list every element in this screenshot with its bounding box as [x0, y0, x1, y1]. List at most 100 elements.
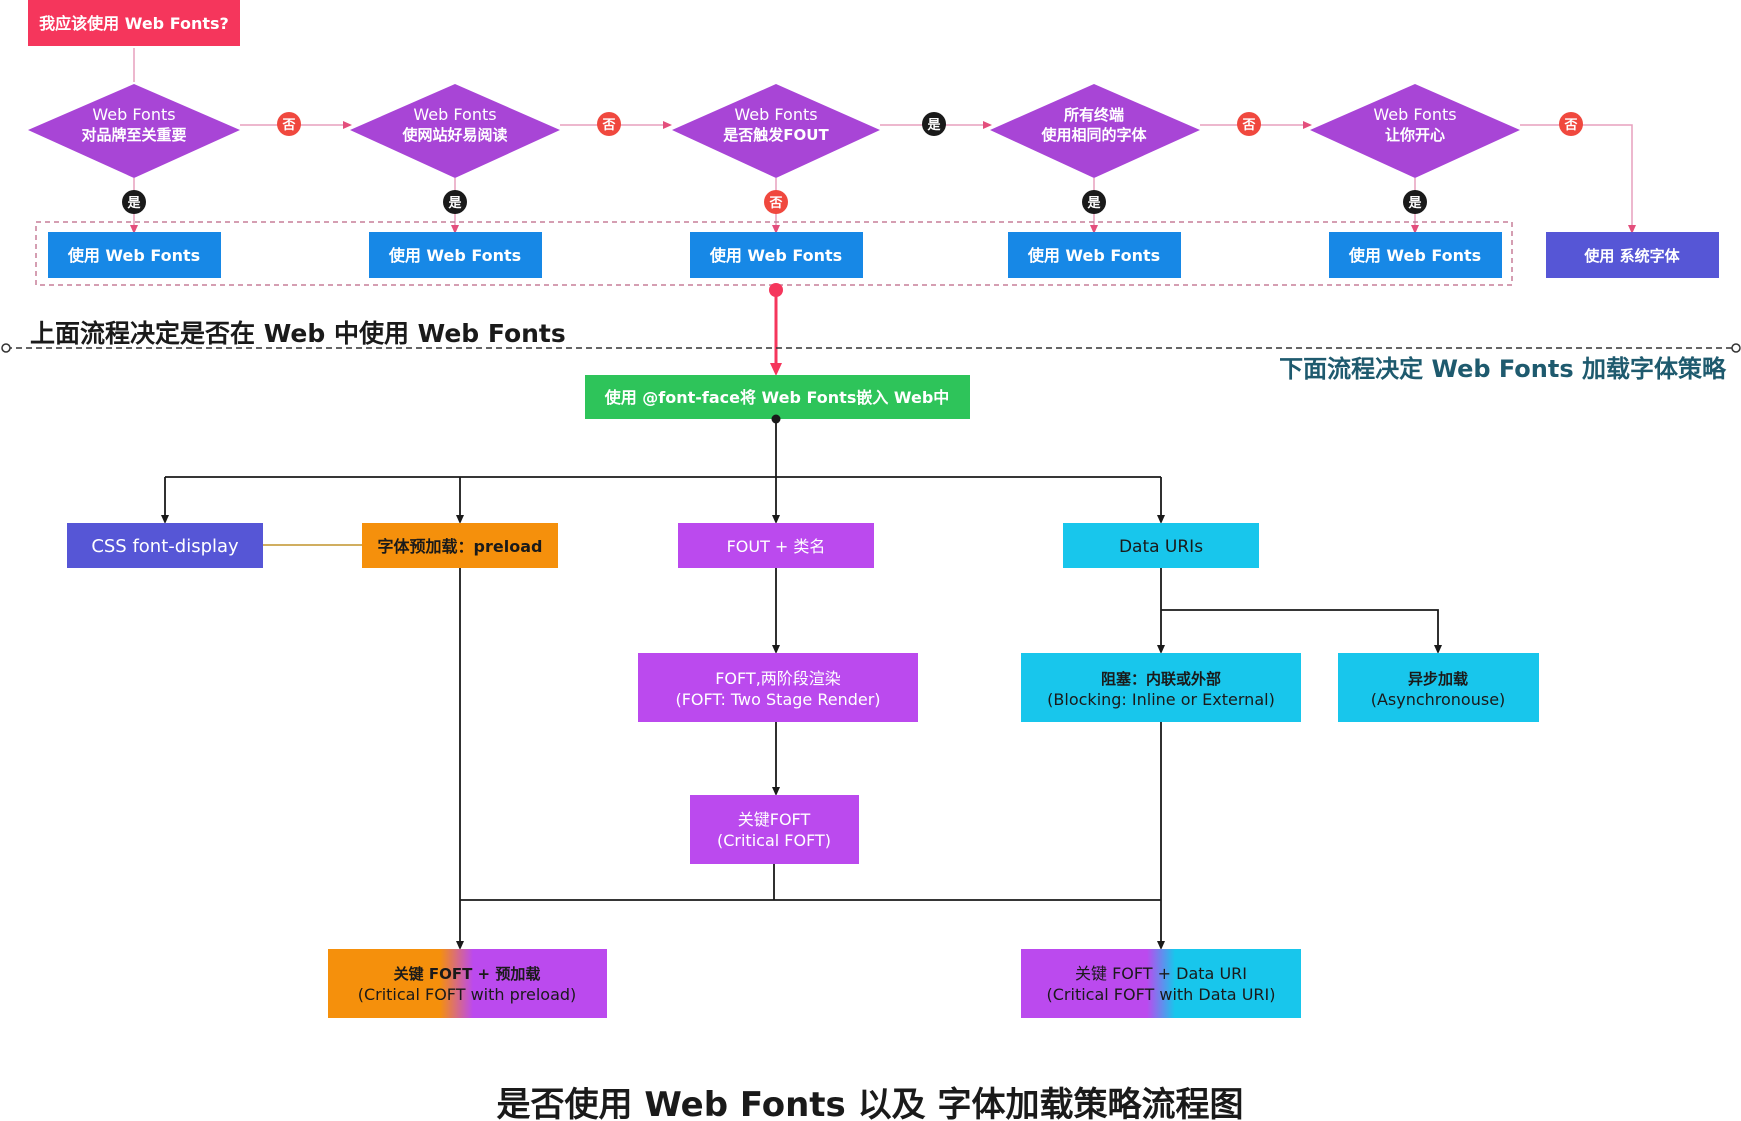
yes-badge [1082, 190, 1106, 214]
use-webfonts-box [690, 232, 863, 278]
blocking-box [1021, 653, 1301, 722]
badge-label: 是 [126, 196, 141, 211]
strategy-data-uris: Data URIs [1063, 523, 1259, 568]
use-webfonts-label: 使用 Web Fonts [1027, 246, 1160, 265]
async-label-line2: (Asynchronouse) [1371, 690, 1506, 709]
strategy-foft: FOFT,两阶段渲染 (FOFT: Two Stage Render) [638, 653, 918, 722]
strategy-preload: 字体预加载：preload [362, 523, 558, 568]
decision-line1: Web Fonts [1373, 105, 1456, 124]
preload-label: 字体预加载：preload [378, 537, 543, 556]
badge-label: 否 [1563, 118, 1577, 133]
css-display-box [67, 523, 263, 568]
lower-caption: 下面流程决定 Web Fonts 加载字体策略 [1279, 355, 1727, 383]
preload-box [362, 523, 558, 568]
strategy-critical-foft-preload: 关键 FOFT + 预加载 (Critical FOFT with preloa… [328, 949, 607, 1018]
start-label: 我应该使用 Web Fonts? [39, 14, 229, 33]
decision-diamond [672, 84, 880, 178]
use-webfonts-box [1329, 232, 1502, 278]
no-badge [1559, 112, 1583, 136]
decision-line2: 使网站好易阅读 [401, 126, 507, 144]
critical-foft-box [690, 795, 859, 864]
decision-1: Web Fonts 对品牌至关重要 [28, 84, 240, 178]
decision-3: Web Fonts 是否触发FOUT [672, 84, 880, 178]
decision-5: Web Fonts 让你开心 [1310, 84, 1520, 178]
strategy-async: 异步加载 (Asynchronouse) [1338, 653, 1539, 722]
critical-foft-preload-line2: (Critical FOFT with preload) [358, 985, 577, 1004]
start-node: 我应该使用 Web Fonts? [28, 0, 240, 46]
critical-foft-label-line1: 关键FOFT [738, 810, 811, 829]
decision-line2: 是否触发FOUT [722, 126, 829, 144]
start-box [28, 0, 240, 46]
use-webfonts-label: 使用 Web Fonts [388, 246, 521, 265]
divider-end-left [1, 343, 11, 353]
critical-foft-preload-box [328, 949, 607, 1018]
system-font-label: 使用 系统字体 [1583, 247, 1680, 265]
fontface-box [585, 375, 970, 419]
css-display-label: CSS font-display [91, 536, 239, 557]
upper-caption: 上面流程决定是否在 Web 中使用 Web Fonts [30, 319, 566, 348]
critical-foft-datauri-line2: (Critical FOFT with Data URI) [1047, 985, 1276, 1004]
use-webfonts-label: 使用 Web Fonts [67, 246, 200, 265]
branch-dot [771, 414, 781, 424]
yes-badge [443, 190, 467, 214]
connector-datauris-to-async [1161, 609, 1442, 654]
fout-box [678, 523, 874, 568]
strategy-critical-foft: 关键FOFT (Critical FOFT) [690, 795, 859, 864]
no-badge [764, 190, 788, 214]
foft-label-line1: FOFT,两阶段渲染 [715, 669, 841, 688]
strategy-critical-foft-datauri: 关键 FOFT + Data URI (Critical FOFT with D… [1021, 949, 1301, 1018]
decision-line1: 所有终端 [1064, 106, 1124, 124]
connector-dot [769, 283, 783, 297]
decision-diamond [1310, 84, 1520, 178]
decision-line1: Web Fonts [92, 105, 175, 124]
yes-badge [1403, 190, 1427, 214]
critical-foft-preload-line1: 关键 FOFT + 预加载 [394, 965, 541, 983]
decision-line2: 让你开心 [1385, 126, 1445, 144]
lower-connectors [161, 419, 1442, 950]
badge-label: 否 [601, 118, 615, 133]
decision-line2: 使用相同的字体 [1040, 126, 1147, 144]
badge-label: 否 [281, 118, 295, 133]
decision-4: 所有终端 使用相同的字体 [990, 84, 1200, 178]
blocking-label-line1: 阻塞：内联或外部 [1101, 670, 1221, 688]
badge-label: 是 [1407, 196, 1422, 211]
async-label-line1: 异步加载 [1408, 670, 1468, 688]
badge-label: 是 [447, 196, 462, 211]
use-webfonts-box [48, 232, 221, 278]
decision-line1: Web Fonts [734, 105, 817, 124]
use-webfonts-boxes: 使用 Web Fonts 使用 Web Fonts 使用 Web Fonts 使… [48, 232, 1719, 278]
vertical-badges: 是 是 否 是 是 [122, 190, 1427, 214]
data-uris-label: Data URIs [1119, 537, 1203, 557]
decision-2: Web Fonts 使网站好易阅读 [350, 84, 560, 178]
no-badge [1237, 112, 1261, 136]
blocking-label-line2: (Blocking: Inline or External) [1047, 690, 1275, 709]
use-webfonts-box [1008, 232, 1181, 278]
connector-d5-system [1520, 124, 1636, 234]
horizontal-badges: 否 否 是 否 否 [277, 112, 1583, 136]
use-webfonts-box [369, 232, 542, 278]
decision-line1: Web Fonts [413, 105, 496, 124]
no-badge [277, 112, 301, 136]
decision-diamond [350, 84, 560, 178]
foft-box [638, 653, 918, 722]
critical-foft-label-line2: (Critical FOFT) [717, 831, 831, 850]
badge-label: 否 [1241, 118, 1255, 133]
yes-badge [922, 112, 946, 136]
fout-label: FOUT + 类名 [727, 537, 826, 556]
use-webfonts-label: 使用 Web Fonts [1348, 246, 1481, 265]
yes-badge [122, 190, 146, 214]
fontface-label: 使用 @font-face将 Web Fonts嵌入 Web中 [604, 388, 950, 407]
data-uris-box [1063, 523, 1259, 568]
strategy-blocking: 阻塞：内联或外部 (Blocking: Inline or External) [1021, 653, 1301, 722]
strategy-css-display: CSS font-display [67, 523, 263, 568]
async-box [1338, 653, 1539, 722]
strategy-fout: FOUT + 类名 [678, 523, 874, 568]
foft-label-line2: (FOFT: Two Stage Render) [675, 690, 880, 709]
critical-foft-datauri-box [1021, 949, 1301, 1018]
use-webfonts-label: 使用 Web Fonts [709, 246, 842, 265]
decision-diamond [990, 84, 1200, 178]
badge-label: 否 [768, 196, 782, 211]
no-badge [597, 112, 621, 136]
decision-diamond [28, 84, 240, 178]
